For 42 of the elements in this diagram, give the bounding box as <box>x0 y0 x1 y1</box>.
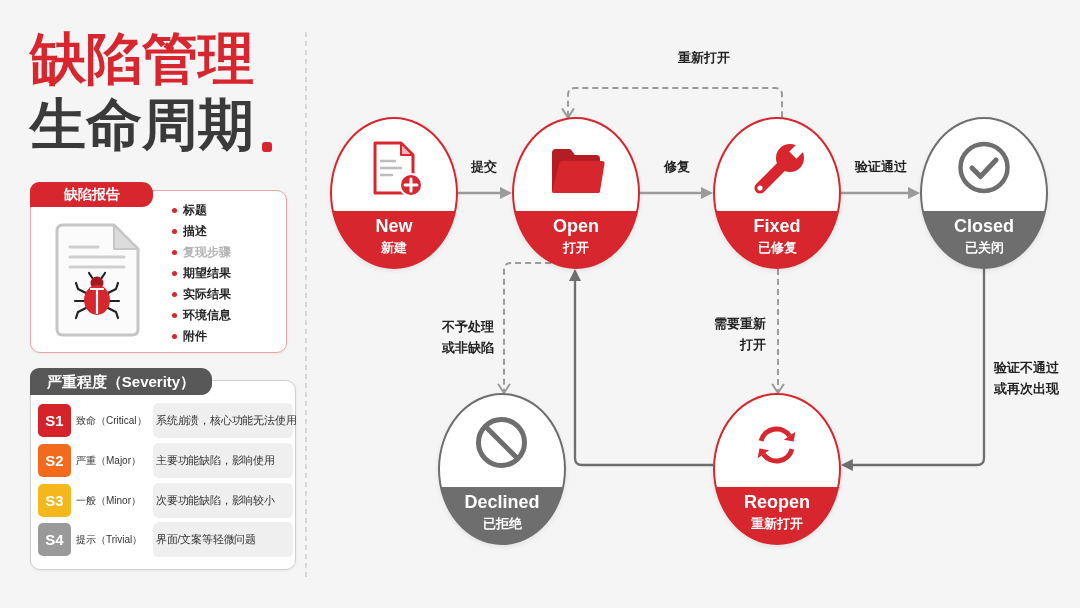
section-tab: 严重程度（Severity） <box>30 368 212 395</box>
section-tab: 缺陷报告 <box>30 182 153 207</box>
dashed-arrow <box>561 87 783 119</box>
severity-name: 一般（Minor） <box>76 493 141 508</box>
state-subtitle: 打开 <box>563 240 589 256</box>
severity-name: 提示（Trivial） <box>76 532 143 547</box>
list-item: 环境信息 <box>183 307 231 323</box>
severity-name: 致命（Critical） <box>76 413 147 428</box>
severity-badge: S3 <box>38 484 71 517</box>
list-item: 复现步骤 <box>183 244 231 260</box>
state-subtitle: 已修复 <box>757 240 797 256</box>
state-subtitle: 新建 <box>381 240 407 256</box>
edge-label: 验证不通过或再次出现 <box>994 357 1062 399</box>
severity-badge: S4 <box>38 523 71 556</box>
list-item: 描述 <box>183 223 207 239</box>
description-box: 界面/文案等轻微问题 <box>153 522 293 557</box>
state-subtitle: 重新打开 <box>751 516 803 532</box>
dashed-arrow <box>771 268 785 394</box>
list-item: 附件 <box>183 328 207 344</box>
state-name: Fixed <box>753 216 801 237</box>
state-subtitle: 已关闭 <box>964 240 1004 256</box>
description-box: 主要功能缺陷，影响使用 <box>153 443 293 478</box>
description-box: 次要功能缺陷，影响较小 <box>153 483 293 518</box>
page-title: 缺陷管理生命周期 <box>30 26 255 158</box>
state-name: Declined <box>464 492 540 513</box>
list-item: 实际结果 <box>183 286 231 302</box>
state-name: Closed <box>954 216 1014 237</box>
arrow <box>841 187 920 199</box>
state-name: New <box>375 216 413 237</box>
state-name: Open <box>553 216 599 237</box>
list-item: 标题 <box>183 202 207 218</box>
arrow <box>640 187 713 199</box>
arrow <box>569 269 714 467</box>
severity-name: 严重（Major） <box>76 453 141 468</box>
edge-label: 提交 <box>471 156 497 177</box>
list-item: 期望结果 <box>183 265 231 281</box>
arrow <box>840 269 986 471</box>
arrow <box>458 187 512 199</box>
state-name: Reopen <box>744 492 810 513</box>
severity-badge: S2 <box>38 444 71 477</box>
state-subtitle: 已拒绝 <box>482 516 522 532</box>
severity-badge: S1 <box>38 404 71 437</box>
